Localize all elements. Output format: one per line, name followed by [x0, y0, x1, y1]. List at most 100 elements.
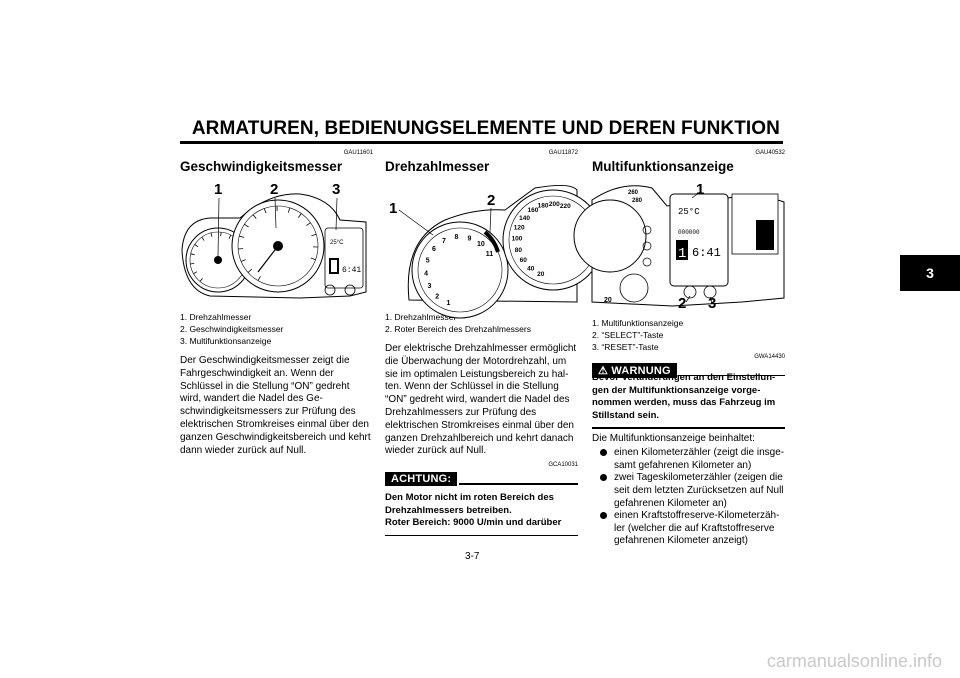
- body-text: Der Geschwindigkeitsmesser zeigt die Fah…: [180, 355, 371, 456]
- callout-2: 2: [678, 295, 686, 312]
- gauge-tick-label: 220: [560, 203, 571, 210]
- caption-item: 2. Roter Bereich des Drehzahlmessers: [385, 324, 531, 334]
- gauge-tick-label: 1: [446, 300, 450, 307]
- caption-item: 2. “SELECT”-Taste: [592, 330, 664, 340]
- gauge-tick-label: 11: [486, 251, 494, 258]
- gauge-tick-mark: [239, 235, 245, 238]
- warning-header: ⚠ WARNUNG: [592, 363, 785, 378]
- list-item: zwei Tageskilometerzähler (zeigen die se…: [592, 472, 785, 510]
- callout-1: 1: [389, 200, 397, 217]
- gauge-tick-label: 180: [538, 202, 549, 209]
- gauge-tick-label: 5: [426, 258, 430, 265]
- warning-label: WARNUNG: [611, 365, 671, 377]
- gauge-tick-label: 200: [549, 201, 560, 208]
- gauge-tick-label: 80: [515, 247, 523, 254]
- warning-triangle-icon: ⚠: [598, 365, 612, 377]
- caption-item: 1. Multifunktionsanzeige: [592, 318, 684, 328]
- gauge-tick-label: 2: [435, 293, 439, 300]
- list-item-text: zwei Tageskilometerzähler (zeigen die se…: [614, 472, 784, 509]
- section-code: GAU40532: [755, 150, 785, 156]
- speed-tick: 260: [628, 190, 639, 196]
- gauge-tick-label: 4: [424, 270, 428, 277]
- display-time-text: 6:41: [692, 246, 721, 260]
- gauge-tick-mark: [247, 268, 253, 273]
- caption-item: 2. Geschwindigkeitsmesser: [180, 324, 284, 334]
- gauge-tick-label: 20: [537, 271, 545, 278]
- warning-code: GWA14430: [754, 354, 785, 360]
- gauge-tick-mark: [298, 213, 302, 218]
- watermark: carmanualsonline.info: [766, 651, 942, 671]
- gauge-tick-label: 6: [432, 246, 436, 253]
- gauge-tick-label: 40: [527, 265, 535, 272]
- callout-1: 1: [214, 181, 222, 198]
- intro-text: Die Multifunktionsanzeige beinhaltet:: [592, 432, 755, 444]
- bullet-icon: [600, 512, 607, 520]
- gauge-tick-mark: [190, 263, 195, 265]
- speedometer-figure: 6:41 25°C 1 2 3: [180, 180, 373, 307]
- display-gear-text: 1: [678, 246, 686, 262]
- display-temp-text: 25°C: [330, 240, 344, 246]
- speed-tick: 20: [604, 297, 612, 304]
- display-time-text: 6:41: [342, 266, 361, 275]
- list-item-text: einen Kilometerzähler (zeigt die insge­s…: [614, 447, 785, 471]
- section-code: GAU11601: [343, 150, 373, 156]
- gauge-tick-mark: [228, 234, 232, 239]
- gauge-tick-label: 10: [477, 241, 485, 248]
- section-code: GAU11872: [548, 150, 578, 156]
- gauge-tick-label: 100: [512, 236, 523, 243]
- gauge-tick-mark: [287, 207, 291, 213]
- figure-captions: 1. Drehzahlmesser 2. Geschwindigkeitsmes…: [180, 311, 373, 347]
- notice-code: GCA10031: [548, 462, 578, 469]
- gauge-tick-label: 140: [519, 215, 530, 222]
- multifunction-display-illustration: 20 260 280 25°C 000000 1 6:41 1 2: [573, 181, 785, 312]
- bullet-icon: [600, 449, 607, 457]
- callout-1: 1: [696, 181, 704, 198]
- feature-list: einen Kilometerzähler (zeigt die insge­s…: [592, 447, 785, 548]
- instrument-cluster-illustration: 6:41 25°C 1 2 3: [181, 181, 367, 299]
- warning-bottom-rule: [592, 427, 785, 429]
- display-odo-text: 000000: [678, 229, 700, 236]
- gauge-tick-mark: [194, 244, 199, 248]
- notice-text: Den Motor nicht im roten Bereich des Dre…: [385, 492, 554, 516]
- gauge-tick-label: 160: [527, 207, 538, 214]
- caption-item: 1. Drehzahlmesser: [385, 312, 457, 322]
- list-item: einen Kraftstoffreserve-Kilometerzäh­ler…: [592, 510, 785, 548]
- callout-2: 2: [270, 181, 278, 198]
- gauge-tick-mark: [306, 222, 311, 226]
- header-rule: [180, 141, 783, 144]
- warning-text: Bevor Veränderungen an den Einstellun­ge…: [592, 372, 776, 421]
- section-title: Multifunktionsanzeige: [592, 159, 734, 174]
- display-temp-text: 25°C: [678, 207, 700, 217]
- gauge-tick-mark: [199, 278, 203, 282]
- notice-bottom-rule: [385, 534, 578, 537]
- column-speedometer: GAU11601 Geschwindigkeitsmesser 6:41 25°…: [180, 150, 373, 457]
- gauge-tick-label: 120: [514, 225, 525, 232]
- gauge-tick-label: 7: [442, 238, 446, 245]
- gauge-tick-mark: [190, 253, 195, 256]
- body-text: Der elektrische Drehzahlmesser ermöglich…: [385, 343, 577, 457]
- bullet-icon: [600, 474, 607, 482]
- caption-item: 3. “RESET”-Taste: [592, 342, 659, 352]
- column-multifunction: GAU40532 Multifunktionsanzeige 20 260 28…: [573, 150, 785, 548]
- section-title: Drehzahlmesser: [385, 159, 490, 174]
- page-number: 3-7: [465, 551, 480, 562]
- figure-captions: 1. Multifunktionsanzeige 2. “SELECT”-Tas…: [592, 317, 785, 353]
- gauge-tick-mark: [252, 214, 257, 219]
- gauge-tick-label: 9: [467, 235, 471, 242]
- page-header-title: ARMATUREN, BEDIENUNGSELEMENTE UND DEREN …: [191, 118, 780, 139]
- gauge-tick-mark: [201, 236, 205, 241]
- gauge-tick-mark: [257, 276, 261, 281]
- notice-badge: ACHTUNG:: [385, 472, 458, 487]
- caption-item: 1. Drehzahlmesser: [180, 312, 252, 322]
- list-item: einen Kilometerzähler (zeigt die insge­s…: [592, 447, 785, 472]
- warning-badge: ⚠ WARNUNG: [592, 363, 677, 378]
- gauge-tick-mark: [193, 271, 198, 274]
- gauge-tick-mark: [240, 259, 246, 262]
- gauge-tick-mark: [311, 233, 317, 237]
- notice-text-2: Roter Bereich: 9000 U/min und darüber: [385, 517, 562, 529]
- section-title: Geschwindigkeitsmesser: [180, 159, 343, 174]
- callout-3: 3: [332, 181, 340, 198]
- gauge-tick-label: 8: [454, 234, 458, 241]
